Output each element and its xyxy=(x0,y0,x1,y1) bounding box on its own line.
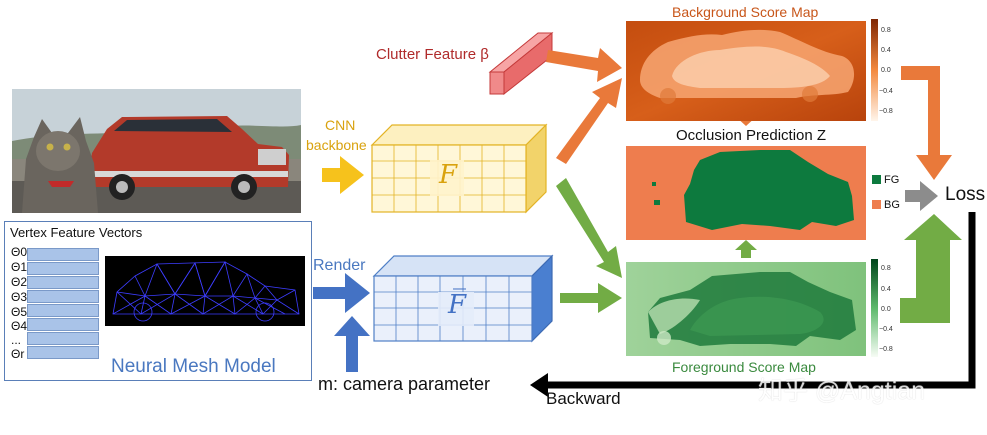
colorbar-tick: −0.8 xyxy=(879,346,893,353)
bg-legend-label: BG xyxy=(884,199,900,211)
colorbar-tick: 0.0 xyxy=(881,67,891,74)
green-arrows xyxy=(556,178,962,323)
background-score-map xyxy=(626,21,866,121)
render-label: Render xyxy=(313,257,366,274)
colorbar-tick: −0.4 xyxy=(879,326,893,333)
watermark: 知乎 @Angtian xyxy=(758,377,926,405)
theta-label: Θr xyxy=(11,347,25,361)
photo-illustration xyxy=(12,89,301,213)
camera-parameter-label: m: camera parameter xyxy=(318,374,491,394)
vertex-feature-bar xyxy=(27,346,99,359)
theta-label: Θ3 xyxy=(11,290,28,304)
feature-volume-fbar xyxy=(372,254,554,343)
feature-volume-f xyxy=(370,123,548,214)
colorbar-tick: 0.4 xyxy=(881,286,891,293)
foreground-score-map xyxy=(626,262,866,356)
backward-label: Backward xyxy=(546,389,621,408)
vertex-feature-bar xyxy=(27,304,99,317)
backbone-label: backbone xyxy=(306,137,367,153)
cnn-label: CNN xyxy=(325,117,356,133)
gray-arrow xyxy=(905,181,938,211)
colorbar-tick: 0.4 xyxy=(881,47,891,54)
feature-fbar-label: F̅ xyxy=(448,290,467,320)
theta-label: Θ5 xyxy=(11,305,28,319)
background-colorbar xyxy=(871,19,878,121)
camera-arrow xyxy=(334,316,370,372)
foreground-colorbar xyxy=(871,259,878,357)
backward-arrow xyxy=(530,212,976,397)
theta-label: Θ2 xyxy=(11,275,28,289)
occlusion-prediction-map xyxy=(626,146,866,240)
vertex-feature-bar xyxy=(27,290,99,303)
vertex-feature-bar xyxy=(27,262,99,275)
theta-label: Θ4 xyxy=(11,319,28,333)
vertex-feature-bar xyxy=(27,248,99,261)
fg-legend-label: FG xyxy=(884,174,900,186)
clutter-feature-label: Clutter Feature β xyxy=(376,46,489,63)
theta-label: ... xyxy=(11,333,22,347)
background-score-map-title: Background Score Map xyxy=(672,4,819,20)
orange-arrows xyxy=(546,48,952,180)
clutter-feature-prism xyxy=(488,31,554,96)
render-arrow xyxy=(313,273,370,313)
vertex-feature-bar xyxy=(27,332,99,345)
bg-swatch xyxy=(872,200,881,209)
vertex-feature-title: Vertex Feature Vectors xyxy=(10,225,143,240)
neural-mesh-model-label: Neural Mesh Model xyxy=(111,356,276,377)
colorbar-tick: −0.4 xyxy=(879,88,893,95)
colorbar-tick: 0.0 xyxy=(881,306,891,313)
colorbar-tick: 0.8 xyxy=(881,27,891,34)
colorbar-tick: −0.8 xyxy=(879,108,893,115)
colorbar-tick: 0.8 xyxy=(881,265,891,272)
fg-swatch xyxy=(872,175,881,184)
foreground-score-map-title: Foreground Score Map xyxy=(672,359,816,375)
input-photo xyxy=(12,89,301,213)
mesh-wireframe-image xyxy=(105,256,305,326)
neural-mesh-model-panel: Vertex Feature Vectors Θ0 Θ1 Θ2 Θ3 Θ5 Θ4… xyxy=(4,221,312,381)
theta-label: Θ0 xyxy=(11,245,28,259)
cnn-arrow xyxy=(322,156,364,194)
occlusion-prediction-title: Occlusion Prediction Z xyxy=(676,127,827,144)
vertex-feature-bar xyxy=(27,318,99,331)
mesh-wireframe xyxy=(112,260,300,322)
loss-label: Loss xyxy=(945,184,986,205)
theta-label: Θ1 xyxy=(11,260,28,274)
vertex-feature-bar xyxy=(27,276,99,289)
feature-f-label: F xyxy=(439,160,458,190)
